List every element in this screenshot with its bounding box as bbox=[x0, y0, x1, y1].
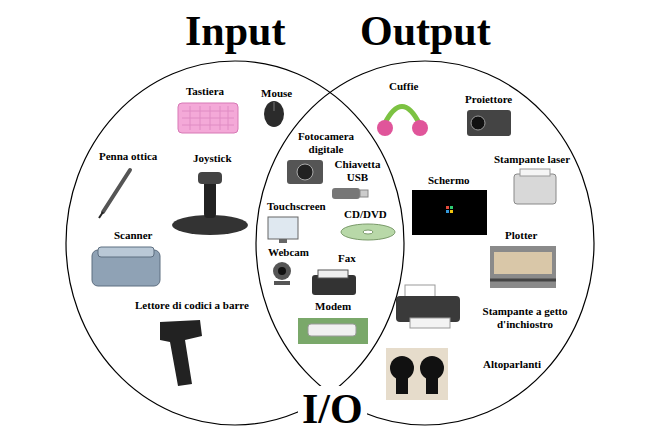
barcode-reader-icon bbox=[160, 320, 202, 386]
set-outline bbox=[65, 60, 405, 426]
set-heading: Output bbox=[360, 8, 491, 54]
device-label: Penna ottica bbox=[99, 150, 157, 163]
device-label: Altoparlanti bbox=[483, 358, 541, 371]
device-label: Joystick bbox=[193, 152, 232, 165]
device-label: Schermo bbox=[428, 174, 470, 187]
light-pen-icon bbox=[99, 170, 130, 218]
set-circle: Input bbox=[65, 60, 405, 426]
touchscreen-icon bbox=[268, 217, 298, 243]
projector-icon bbox=[467, 110, 511, 136]
device-label: CD/DVD bbox=[344, 208, 387, 221]
keyboard-icon bbox=[178, 103, 238, 133]
device-label: Webcam bbox=[268, 246, 309, 259]
set-circle: Output bbox=[255, 60, 595, 426]
joystick-icon bbox=[172, 172, 248, 235]
screen-icon bbox=[412, 190, 487, 235]
speakers-icon bbox=[386, 348, 448, 400]
device-label: Plotter bbox=[505, 229, 537, 242]
camera-icon bbox=[287, 160, 323, 184]
device-label: Scanner bbox=[114, 229, 153, 242]
webcam-icon bbox=[273, 262, 291, 285]
inkjet-printer-icon bbox=[396, 285, 460, 328]
device-label: Fotocamera digitale bbox=[291, 130, 361, 156]
modem-icon bbox=[298, 318, 368, 344]
device-label: Proiettore bbox=[465, 93, 512, 106]
fax-icon bbox=[312, 270, 356, 295]
laser-printer-icon bbox=[514, 169, 556, 204]
device-label: Fax bbox=[338, 252, 356, 265]
plotter-icon bbox=[490, 246, 556, 288]
device-label: Stampante laser bbox=[494, 153, 570, 166]
device-label: Tastiera bbox=[186, 85, 224, 98]
usb-stick-icon bbox=[332, 188, 368, 199]
set-outline bbox=[255, 60, 595, 426]
mouse-icon bbox=[264, 101, 284, 127]
device-label: Mouse bbox=[261, 87, 292, 100]
set-ellipse bbox=[66, 61, 404, 425]
cd-icon bbox=[341, 224, 395, 240]
headphones-icon bbox=[377, 107, 428, 137]
device-label: Modem bbox=[315, 300, 351, 313]
intersection-label: I/O bbox=[298, 386, 367, 432]
device-label: Lettore di codici a barre bbox=[135, 299, 249, 312]
device-label: Stampante a getto d'inchiostro bbox=[475, 305, 575, 331]
scanner-icon bbox=[92, 247, 160, 286]
set-heading: Input bbox=[185, 8, 285, 54]
device-label: Touchscreen bbox=[267, 200, 326, 213]
device-label: Cuffie bbox=[389, 80, 418, 93]
set-ellipse bbox=[256, 61, 594, 425]
device-label: Chiavetta USB bbox=[330, 158, 385, 184]
